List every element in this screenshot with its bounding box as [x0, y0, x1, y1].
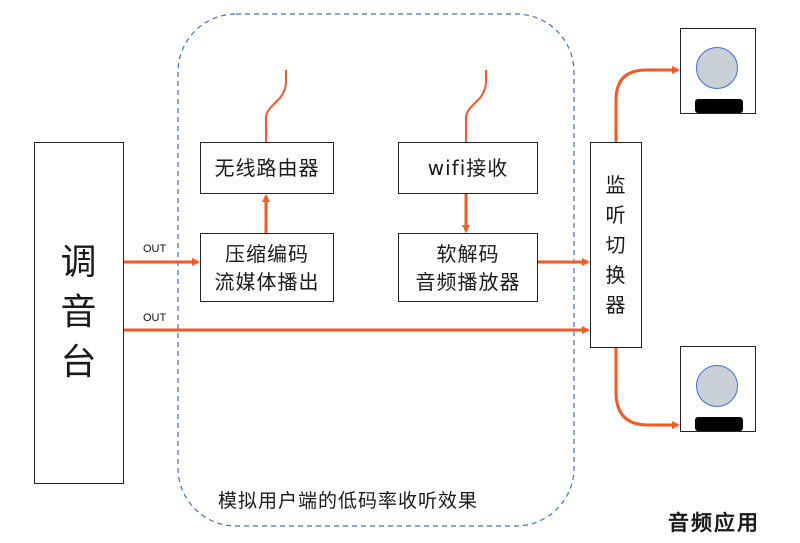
encoder-box: 压缩编码 流媒体播出: [200, 233, 334, 302]
monitor-switcher-box: 监听切换器: [590, 142, 642, 348]
speaker-port: [695, 99, 743, 113]
monitor-switcher-label: 监听切换器: [605, 173, 627, 317]
bottom-speaker-icon: [680, 346, 756, 432]
speaker-port: [695, 417, 743, 431]
decoder-box: 软解码 音频播放器: [398, 233, 538, 302]
wifi-antenna: [465, 70, 487, 142]
top-speaker-icon: [680, 28, 756, 114]
encoder-label: 压缩编码 流媒体播出: [214, 241, 320, 294]
region-label: 模拟用户端的低码率收听效果: [218, 490, 479, 512]
speaker-cone: [696, 47, 738, 89]
out-label-top: OUT: [143, 243, 167, 255]
wifi-receiver-label: wifi接收: [427, 156, 509, 180]
switcher-to-top-speaker-arrow: [614, 66, 680, 142]
router-label: 无线路由器: [214, 156, 320, 180]
switcher-to-bottom-speaker-arrow: [614, 348, 680, 429]
simulated-client-region: [177, 13, 575, 527]
speaker-cone: [696, 365, 738, 407]
router-antenna: [265, 70, 287, 142]
decoder-label: 软解码 音频播放器: [415, 241, 521, 294]
mixer-label: 调音台: [60, 242, 98, 383]
out-label-bottom: OUT: [143, 312, 167, 324]
router-box: 无线路由器: [200, 142, 334, 194]
wifi-receiver-box: wifi接收: [398, 142, 538, 194]
mixer-box: 调音台: [34, 142, 124, 484]
footer-label: 音频应用: [668, 511, 760, 535]
